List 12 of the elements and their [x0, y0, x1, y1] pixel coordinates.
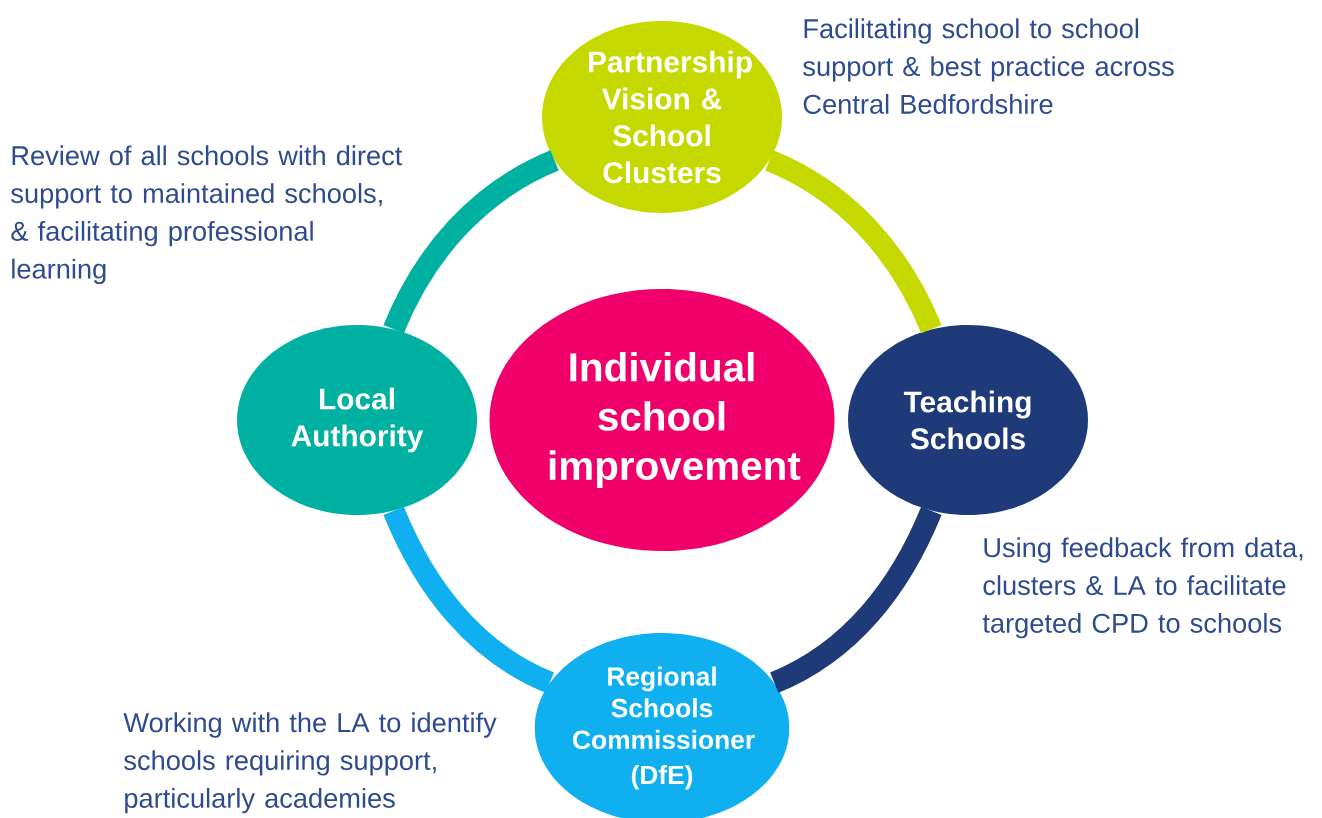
ring-arc — [383, 150, 560, 334]
description-text: Review of all schools with direct support to maintained schools, & facilitating professional learning — [11, 145, 403, 285]
ring-arc — [769, 506, 942, 693]
ellipse-node: Individual school improvement — [489, 289, 835, 551]
description-text: Working with the LA to identify schools requiring support, particularly academies — [123, 712, 497, 814]
ellipse-node: Teaching Schools — [848, 325, 1088, 515]
ring-arc — [383, 506, 555, 693]
ellipse-node: Partnership Vision & School Clusters — [542, 21, 782, 213]
ring-arc — [764, 150, 942, 334]
description-text: Using feedback from data, clusters & LA to facilitate targeted CPD to schools — [982, 537, 1303, 639]
ellipse-node: Local Authority — [237, 325, 477, 515]
description-text: Facilitating school to school support & best practice across Central Bedfordshire — [803, 18, 1174, 114]
